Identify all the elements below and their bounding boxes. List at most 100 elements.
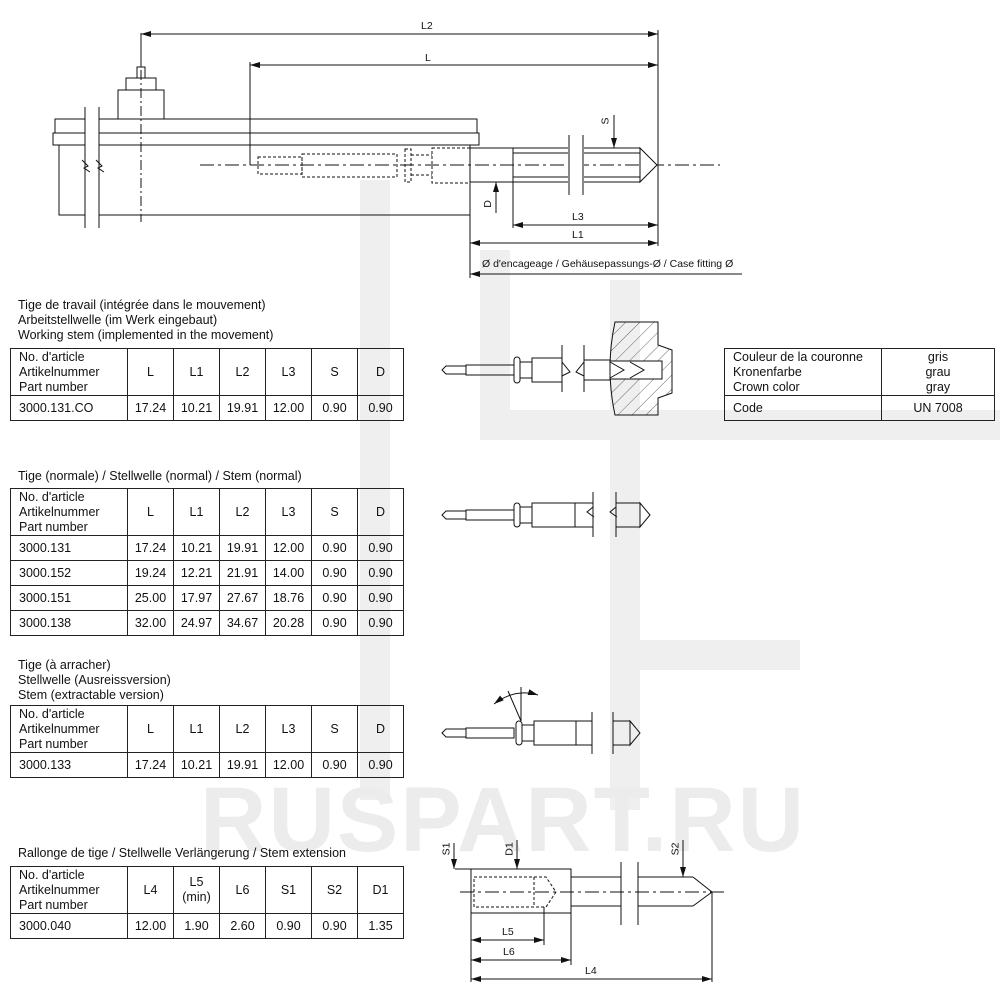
stem-extension-caption: Rallonge de tige / Stellwelle Verlängeru… [18, 846, 346, 860]
crown-code-row: Code UN 7008 [724, 395, 995, 421]
value-cell: 19.91 [219, 752, 266, 778]
table-row: 3000.133 17.24 10.21 19.91 12.00 0.90 0.… [10, 752, 404, 778]
working-stem-caption: Tige de travail (intégrée dans le mouvem… [18, 298, 274, 342]
value-cell: 0.90 [311, 752, 358, 778]
normal-stem-caption: Tige (normale) / Stellwelle (normal) / S… [18, 469, 302, 483]
header-col: D1 [357, 866, 404, 914]
part-number-cell: 3000.133 [10, 752, 128, 778]
value-cell: 18.76 [265, 585, 312, 611]
header-col: L [127, 348, 174, 396]
dim-label-l: L [425, 52, 431, 64]
header-col: L1 [173, 705, 220, 753]
dim-label-l4: L4 [585, 965, 597, 977]
header-col: L [127, 705, 174, 753]
value-cell: 0.90 [357, 560, 404, 586]
value-cell: 2.60 [219, 913, 266, 939]
value-cell: 1.35 [357, 913, 404, 939]
watermark-bar [480, 250, 510, 440]
value-cell: 17.24 [127, 395, 174, 421]
dim-label-s: S [599, 117, 612, 125]
value-cell: 17.97 [173, 585, 220, 611]
dim-label-d1: D1 [503, 842, 516, 856]
normal-stem-drawing [441, 492, 651, 537]
movement-drawing [52, 30, 742, 278]
value-cell: 12.21 [173, 560, 220, 586]
extractable-stem-caption: Tige (à arracher) Stellwelle (Ausreissve… [18, 658, 171, 702]
value-cell: 0.90 [311, 535, 358, 561]
header-col: L5(min) [173, 866, 220, 914]
table-row: 3000.151 25.00 17.97 27.67 18.76 0.90 0.… [10, 585, 404, 611]
header-col: L3 [265, 488, 312, 536]
value-cell: 32.00 [127, 610, 174, 636]
value-cell: 0.90 [311, 560, 358, 586]
table-row: 3000.040 12.00 1.90 2.60 0.90 0.90 1.35 [10, 913, 404, 939]
working-stem-drawing [441, 321, 673, 416]
header-col: L2 [219, 488, 266, 536]
value-cell: 0.90 [357, 535, 404, 561]
value-cell: 0.90 [311, 913, 358, 939]
dim-label-d: D [481, 200, 494, 208]
value-cell: 10.21 [173, 395, 220, 421]
header-col: D [357, 348, 404, 396]
header-col: L1 [173, 348, 220, 396]
value-cell: 34.67 [219, 610, 266, 636]
value-cell: 24.97 [173, 610, 220, 636]
part-number-cell: 3000.138 [10, 610, 128, 636]
value-cell: 12.00 [127, 913, 174, 939]
part-number-cell: 3000.131.CO [10, 395, 128, 421]
value-cell: 27.67 [219, 585, 266, 611]
value-cell: 20.28 [265, 610, 312, 636]
header-col: L [127, 488, 174, 536]
value-cell: 10.21 [173, 535, 220, 561]
part-number-cell: 3000.040 [10, 913, 128, 939]
table-row: 3000.131 17.24 10.21 19.91 12.00 0.90 0.… [10, 535, 404, 561]
dim-label-l5: L5 [502, 926, 514, 938]
header-col: L3 [265, 348, 312, 396]
watermark-bar [640, 640, 800, 670]
header-col: L2 [219, 348, 266, 396]
case-fitting-label: Ø d'encageage / Gehäusepassungs-Ø / Case… [482, 258, 734, 270]
value-cell: 1.90 [173, 913, 220, 939]
value-cell: 0.90 [357, 395, 404, 421]
value-cell: 17.24 [127, 535, 174, 561]
header-col: L6 [219, 866, 266, 914]
header-col: L2 [219, 705, 266, 753]
part-number-cell: 3000.152 [10, 560, 128, 586]
value-cell: 19.91 [219, 395, 266, 421]
crown-code-value: UN 7008 [881, 395, 995, 421]
header-col: S1 [265, 866, 312, 914]
dim-label-l2: L2 [421, 20, 433, 32]
header-col: S [311, 348, 358, 396]
watermark-text: RUSPART.RU [200, 769, 807, 871]
value-cell: 19.91 [219, 535, 266, 561]
value-cell: 0.90 [357, 752, 404, 778]
value-cell: 12.00 [265, 535, 312, 561]
value-cell: 0.90 [265, 913, 312, 939]
value-cell: 0.90 [311, 610, 358, 636]
value-cell: 0.90 [357, 585, 404, 611]
table-row: 3000.138 32.00 24.97 34.67 20.28 0.90 0.… [10, 610, 404, 636]
value-cell: 12.00 [265, 395, 312, 421]
header-col: D [357, 488, 404, 536]
value-cell: 0.90 [311, 585, 358, 611]
header-col: L4 [127, 866, 174, 914]
header-col: S2 [311, 866, 358, 914]
stem-extension-drawing [451, 840, 725, 982]
header-col: D [357, 705, 404, 753]
header-col: S [311, 488, 358, 536]
value-cell: 0.90 [311, 395, 358, 421]
header-col: S [311, 705, 358, 753]
